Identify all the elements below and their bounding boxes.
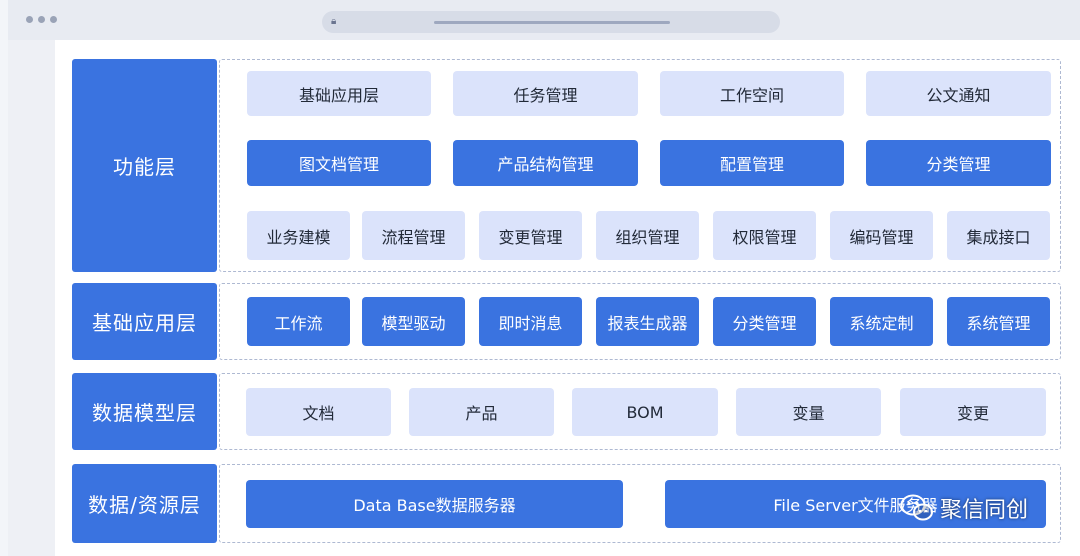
- model-change: 变更: [900, 388, 1046, 436]
- module-basic-app: 基础应用层: [247, 71, 431, 116]
- model-document: 文档: [246, 388, 391, 436]
- layer-panel-resource: [219, 464, 1061, 543]
- window-dot[interactable]: [26, 16, 33, 23]
- layer-panel-base-app: [219, 283, 1061, 360]
- watermark: 聚信同创: [900, 490, 1028, 526]
- layer-label-resource: 数据/资源层: [72, 464, 217, 543]
- module-task-management: 任务管理: [453, 71, 638, 116]
- module-instant-message: 即时消息: [479, 297, 582, 346]
- wechat-icon: [900, 494, 933, 521]
- window-dots: [26, 16, 57, 23]
- lock-icon: 🔒︎: [331, 16, 337, 27]
- layer-panel-function: [219, 59, 1061, 272]
- model-variable: 变量: [736, 388, 881, 436]
- module-process-management: 流程管理: [362, 211, 465, 260]
- module-classification-management: 分类管理: [866, 140, 1051, 186]
- url-placeholder-line: [434, 21, 670, 24]
- module-business-modeling: 业务建模: [247, 211, 350, 260]
- module-permission-management: 权限管理: [713, 211, 816, 260]
- left-gutter: [8, 40, 55, 556]
- layer-label-function: 功能层: [72, 59, 217, 272]
- module-model-driven: 模型驱动: [362, 297, 465, 346]
- module-change-management: 变更管理: [479, 211, 582, 260]
- module-classification-management-base: 分类管理: [713, 297, 816, 346]
- module-organization-management: 组织管理: [596, 211, 699, 260]
- browser-topbar: 🔒︎: [8, 0, 1080, 41]
- module-system-customization: 系统定制: [830, 297, 933, 346]
- layer-label-data-model: 数据模型层: [72, 373, 217, 450]
- module-coding-management: 编码管理: [830, 211, 933, 260]
- module-configuration-management: 配置管理: [660, 140, 844, 186]
- module-document-notice: 公文通知: [866, 71, 1051, 116]
- module-system-management: 系统管理: [947, 297, 1050, 346]
- layer-panel-data-model: [219, 373, 1061, 450]
- resource-database-server: Data Base数据服务器: [246, 480, 623, 528]
- model-product: 产品: [409, 388, 554, 436]
- module-drawing-doc-management: 图文档管理: [247, 140, 431, 186]
- module-integration-interface: 集成接口: [947, 211, 1050, 260]
- watermark-text: 聚信同创: [940, 498, 1029, 523]
- module-product-structure-management: 产品结构管理: [453, 140, 638, 186]
- window-dot[interactable]: [50, 16, 57, 23]
- model-bom: BOM: [572, 388, 718, 436]
- module-workflow: 工作流: [247, 297, 350, 346]
- address-bar[interactable]: 🔒︎: [322, 11, 780, 33]
- resource-file-server: File Server文件服务器: [665, 480, 1046, 528]
- module-workspace: 工作空间: [660, 71, 844, 116]
- window-dot[interactable]: [38, 16, 45, 23]
- layer-label-base-app: 基础应用层: [72, 283, 217, 360]
- module-report-generator: 报表生成器: [596, 297, 699, 346]
